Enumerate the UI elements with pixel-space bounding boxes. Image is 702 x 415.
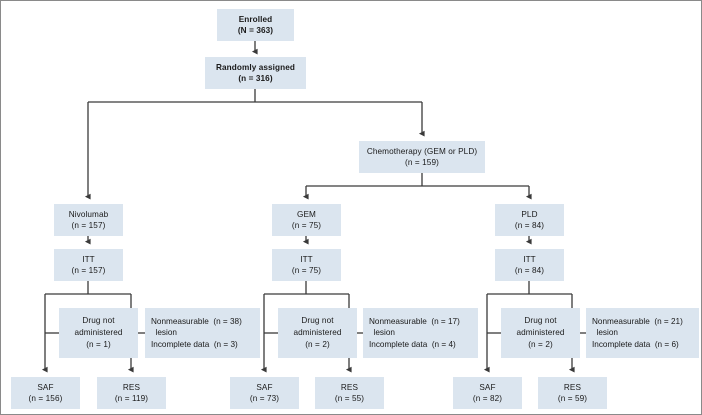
node-pld-line2: (n = 84) <box>514 221 545 230</box>
node-saf-gem-line1: SAF <box>256 383 273 392</box>
node-itt-gem: ITT (n = 75) <box>272 249 341 281</box>
exclusion-pld-saf-line2: administered <box>516 328 565 337</box>
node-saf-nivolumab-line2: (n = 156) <box>28 394 63 403</box>
node-saf-gem: SAF (n = 73) <box>230 377 299 409</box>
exclusion-nivolumab-saf-line1: Drug not <box>82 316 115 325</box>
exclusion-pld-res: Nonmeasurable (n = 21) lesion Incomplete… <box>586 308 699 358</box>
node-itt-gem-line1: ITT <box>300 255 313 264</box>
node-saf-pld-line1: SAF <box>479 383 496 392</box>
node-chemotherapy-line2: (n = 159) <box>405 158 439 167</box>
exclusion-gem-saf-line3: (n = 2) <box>305 340 330 349</box>
node-itt-pld: ITT (n = 84) <box>495 249 564 281</box>
exclusion-pld-res-row1: Nonmeasurable (n = 21) <box>592 316 699 328</box>
exclusion-gem-saf-line2: administered <box>293 328 342 337</box>
exclusion-nivolumab-res-label2: Incomplete data <box>151 339 210 349</box>
exclusion-pld-res-row3: Incomplete data (n = 6) <box>592 339 699 351</box>
exclusion-gem-res-count2: (n = 4) <box>431 339 456 349</box>
exclusion-nivolumab-res-row2: lesion <box>151 327 260 339</box>
exclusion-nivolumab-res: Nonmeasurable (n = 38) lesion Incomplete… <box>145 308 260 358</box>
node-pld-line1: PLD <box>521 210 538 219</box>
node-gem: GEM (n = 75) <box>272 204 341 236</box>
exclusion-pld-res-label1: Nonmeasurable <box>592 316 650 326</box>
node-saf-gem-line2: (n = 73) <box>249 394 280 403</box>
node-res-gem-line1: RES <box>340 383 359 392</box>
exclusion-pld-res-count1: (n = 21) <box>654 316 683 326</box>
node-res-nivolumab-line2: (n = 119) <box>114 394 149 403</box>
node-enrolled-line1: Enrolled <box>238 15 273 24</box>
node-gem-line2: (n = 75) <box>291 221 322 230</box>
exclusion-gem-res-label1b: lesion <box>373 328 395 338</box>
node-itt-pld-line1: ITT <box>523 255 536 264</box>
node-res-nivolumab: RES (n = 119) <box>97 377 166 409</box>
exclusion-nivolumab-saf-line2: administered <box>74 328 123 337</box>
exclusion-pld-res-label1b: lesion <box>596 328 618 338</box>
exclusion-gem-res: Nonmeasurable (n = 17) lesion Incomplete… <box>363 308 478 358</box>
exclusion-pld-saf: Drug not administered (n = 2) <box>501 308 580 358</box>
exclusion-pld-saf-line1: Drug not <box>524 316 557 325</box>
exclusion-gem-res-row3: Incomplete data (n = 4) <box>369 339 478 351</box>
node-chemotherapy-line1: Chemotherapy (GEM or PLD) <box>366 147 478 156</box>
node-randomly-assigned-line2: (n = 316) <box>238 74 273 83</box>
node-itt-nivolumab-line1: ITT <box>82 255 95 264</box>
node-nivolumab: Nivolumab (n = 157) <box>54 204 123 236</box>
node-res-pld: RES (n = 59) <box>538 377 607 409</box>
node-nivolumab-line2: (n = 157) <box>71 221 106 230</box>
node-randomly-assigned: Randomly assigned (n = 316) <box>205 57 306 89</box>
exclusion-nivolumab-res-count1: (n = 38) <box>213 316 242 326</box>
exclusion-nivolumab-res-label1: Nonmeasurable <box>151 316 209 326</box>
node-res-pld-line1: RES <box>563 383 582 392</box>
node-saf-pld: SAF (n = 82) <box>453 377 522 409</box>
exclusion-nivolumab-saf-line3: (n = 1) <box>86 340 111 349</box>
node-itt-nivolumab: ITT (n = 157) <box>54 249 123 281</box>
exclusion-nivolumab-res-row1: Nonmeasurable (n = 38) <box>151 316 260 328</box>
node-enrolled-line2: (N = 363) <box>237 26 274 35</box>
node-itt-pld-line2: (n = 84) <box>514 266 545 275</box>
node-res-nivolumab-line1: RES <box>122 383 141 392</box>
node-itt-gem-line2: (n = 75) <box>291 266 322 275</box>
node-nivolumab-line1: Nivolumab <box>68 210 109 219</box>
exclusion-gem-res-row2: lesion <box>369 327 478 339</box>
exclusion-nivolumab-res-count2: (n = 3) <box>213 339 238 349</box>
node-chemotherapy: Chemotherapy (GEM or PLD) (n = 159) <box>359 141 485 173</box>
exclusion-gem-res-label1: Nonmeasurable <box>369 316 427 326</box>
exclusion-pld-res-count2: (n = 6) <box>654 339 679 349</box>
exclusion-nivolumab-res-row3: Incomplete data (n = 3) <box>151 339 260 351</box>
exclusion-gem-res-row1: Nonmeasurable (n = 17) <box>369 316 478 328</box>
node-enrolled: Enrolled (N = 363) <box>217 9 294 41</box>
node-pld: PLD (n = 84) <box>495 204 564 236</box>
node-saf-nivolumab: SAF (n = 156) <box>11 377 80 409</box>
node-saf-pld-line2: (n = 82) <box>472 394 503 403</box>
exclusion-gem-res-label2: Incomplete data <box>369 339 428 349</box>
node-saf-nivolumab-line1: SAF <box>37 383 54 392</box>
exclusion-pld-res-label2: Incomplete data <box>592 339 651 349</box>
node-res-gem-line2: (n = 55) <box>334 394 365 403</box>
exclusion-gem-res-count1: (n = 17) <box>431 316 460 326</box>
node-randomly-assigned-line1: Randomly assigned <box>215 63 296 72</box>
exclusion-pld-res-row2: lesion <box>592 327 699 339</box>
node-res-gem: RES (n = 55) <box>315 377 384 409</box>
exclusion-nivolumab-saf: Drug not administered (n = 1) <box>59 308 138 358</box>
exclusion-gem-saf: Drug not administered (n = 2) <box>278 308 357 358</box>
node-itt-nivolumab-line2: (n = 157) <box>71 266 106 275</box>
exclusion-nivolumab-res-label1b: lesion <box>155 328 177 338</box>
node-gem-line1: GEM <box>297 210 316 219</box>
exclusion-pld-saf-line3: (n = 2) <box>528 340 553 349</box>
exclusion-gem-saf-line1: Drug not <box>301 316 334 325</box>
node-res-pld-line2: (n = 59) <box>557 394 588 403</box>
